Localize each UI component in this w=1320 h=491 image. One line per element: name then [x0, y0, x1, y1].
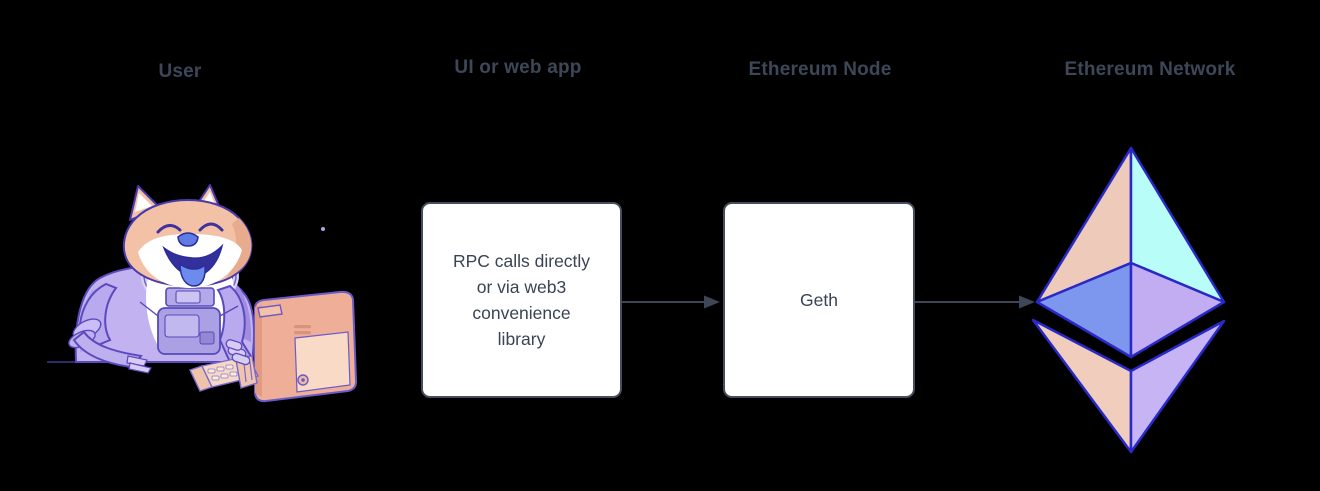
- ui-web-app-box: RPC calls directly or via web3 convenien…: [421, 202, 622, 398]
- ethereum-node-box: Geth: [723, 202, 915, 398]
- column-label-ethereum-node: Ethereum Node: [748, 59, 892, 80]
- sparkle-dot: [321, 227, 325, 231]
- arrow-node-to-network: [915, 295, 1035, 309]
- box-text-line: or via web3: [476, 277, 567, 297]
- doge-astronaut-illustration: [47, 184, 358, 403]
- column-label-ethereum-network: Ethereum Network: [1064, 59, 1236, 80]
- doge-eye-right: [198, 222, 224, 232]
- box-text-line: library: [497, 329, 546, 349]
- column-label-ui-web-app: UI or web app: [454, 57, 582, 78]
- box-text-line: RPC calls directly: [452, 251, 591, 271]
- box-text-line: convenience: [472, 303, 571, 323]
- ethereum-logo-icon: [1031, 146, 1226, 454]
- box-text-geth: Geth: [800, 290, 838, 310]
- column-label-user: User: [158, 61, 202, 82]
- arrow-ui-to-node: [622, 295, 720, 309]
- doge-eye-left: [156, 224, 182, 234]
